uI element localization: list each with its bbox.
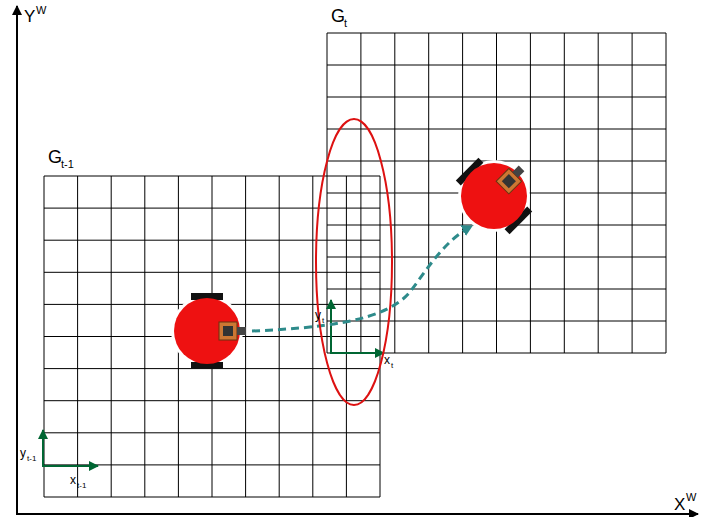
frame-axis-subscript: t-1 — [77, 482, 86, 490]
axis-name: X — [674, 496, 685, 513]
axis-superscript: W — [36, 5, 46, 16]
frame-axis-name: x — [384, 354, 390, 366]
grid-current — [327, 33, 666, 353]
frame-axis-name: x — [70, 474, 76, 486]
frame-axis-name: y — [20, 447, 26, 459]
frame-axis-name: y — [315, 309, 321, 321]
overlap-ellipse — [316, 119, 392, 405]
world-x-axis — [16, 513, 698, 515]
grid-subscript: t-1 — [61, 159, 74, 170]
axis-superscript: W — [686, 492, 696, 503]
local-y-axis — [42, 430, 44, 466]
grid-previous — [44, 176, 380, 497]
grid-name: G — [48, 148, 62, 166]
local-y-axis — [330, 300, 332, 353]
trajectory-arrow — [252, 226, 472, 331]
local-x-axis — [330, 352, 384, 354]
local-x-axis — [42, 465, 98, 467]
robot — [171, 293, 246, 369]
frame-axis-subscript: t — [391, 362, 393, 370]
frame-axis-subscript: t-1 — [27, 455, 36, 463]
axis-name: Y — [24, 8, 35, 25]
world-y-axis — [16, 6, 18, 514]
grid-name: G — [331, 7, 345, 25]
robot — [442, 142, 549, 249]
frame-axis-subscript: t — [322, 317, 324, 325]
grid-subscript: t — [344, 18, 347, 29]
